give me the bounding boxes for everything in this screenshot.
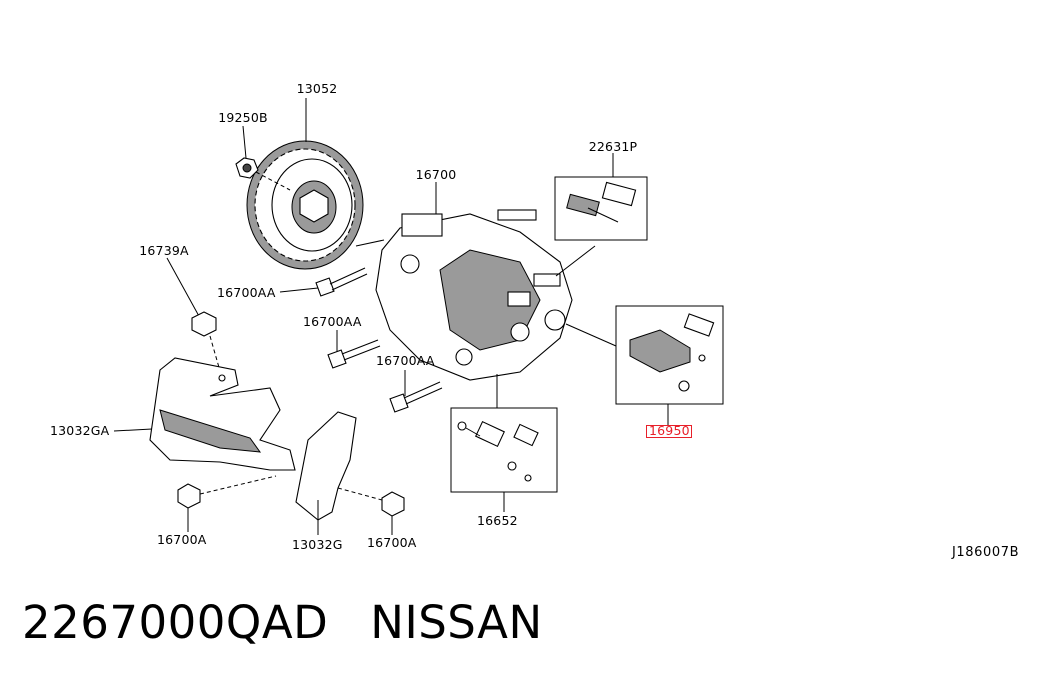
label-16700a-2: 16700A	[367, 535, 417, 550]
label-16700aa-1: 16700AA	[217, 285, 276, 300]
label-13032g: 13032G	[292, 537, 343, 552]
label-16700aa-2: 16700AA	[303, 314, 362, 329]
bracket-13032g	[295, 411, 357, 535]
bolt-16700aa-1	[279, 267, 368, 297]
bracket-13032ga	[113, 357, 296, 471]
label-16950: 16950	[649, 423, 690, 438]
caption: 2267000QAD NISSAN	[22, 596, 543, 649]
label-16700a-1: 16700A	[157, 532, 207, 547]
label-13052: 13052	[296, 81, 338, 96]
sprocket-13052	[246, 98, 364, 270]
brand-name: NISSAN	[370, 596, 543, 649]
exploded-parts-diagram	[113, 98, 724, 535]
sensor-box-16950	[565, 305, 724, 425]
bolt-16739a	[166, 257, 223, 379]
highlighted-part-16950[interactable]: 16950	[646, 423, 692, 438]
label-16700: 16700	[415, 167, 457, 182]
label-13032ga: 13032GA	[50, 423, 110, 438]
bolt-16700aa-2	[327, 330, 381, 369]
label-16652: 16652	[477, 513, 518, 528]
bolt-16700a-2	[337, 487, 405, 535]
label-22631p: 22631P	[588, 139, 638, 154]
label-19250b: 19250B	[218, 110, 268, 125]
sensor-box-22631p	[554, 153, 648, 277]
label-16739a: 16739A	[139, 243, 189, 258]
label-16700aa-3: 16700AA	[376, 353, 435, 368]
sensor-box-16652	[450, 374, 558, 512]
diagram-reference-code: J186007B	[952, 545, 1020, 560]
nut-19250b	[235, 125, 291, 191]
bolt-16700a-1	[177, 475, 277, 532]
bolt-16700aa-3	[389, 370, 443, 413]
part-number: 2267000QAD	[22, 596, 329, 649]
pump-16700	[375, 182, 573, 381]
